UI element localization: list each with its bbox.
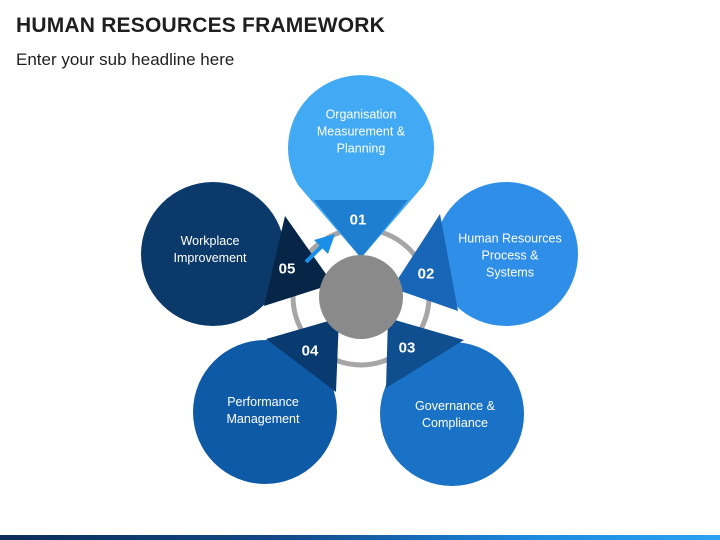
petal-2-tip	[392, 214, 458, 311]
center-hub	[319, 255, 403, 339]
petal-1[interactable]	[288, 75, 435, 258]
petal-1-number: 01	[349, 211, 367, 229]
petal-3-label: Governance & Compliance	[415, 399, 495, 430]
page-subtitle: Enter your sub headline here	[16, 50, 235, 69]
petal-1-label: Organisation Measurement & Planning	[316, 107, 406, 156]
petal-2-label: Human Resources Process & Systems	[458, 231, 562, 280]
petal-5-label: Workplace Improvement	[173, 234, 247, 265]
petal-3-shape	[380, 342, 524, 486]
petal-5-number: 05	[278, 260, 296, 278]
petal-2[interactable]	[392, 182, 578, 326]
page-title: HUMAN RESOURCES FRAMEWORK	[16, 14, 385, 37]
cycle-arrow-head-icon	[314, 234, 335, 254]
petal-4-shape	[193, 340, 337, 484]
petal-5[interactable]	[141, 182, 333, 326]
petal-1-tip	[314, 200, 408, 258]
petal-3-tip	[386, 318, 464, 388]
petal-3[interactable]	[380, 318, 524, 486]
petal-2-number: 02	[417, 265, 435, 283]
petal-4-number: 04	[301, 342, 319, 360]
petal-3-number: 03	[398, 339, 416, 357]
petal-4[interactable]	[193, 318, 339, 484]
bottom-accent-bar	[0, 535, 720, 540]
petal-2-shape	[434, 182, 578, 326]
petal-4-label: Performance Management	[226, 395, 300, 426]
petal-4-tip	[266, 318, 339, 392]
petal-5-tip	[264, 216, 333, 306]
petal-5-shape	[141, 182, 285, 326]
